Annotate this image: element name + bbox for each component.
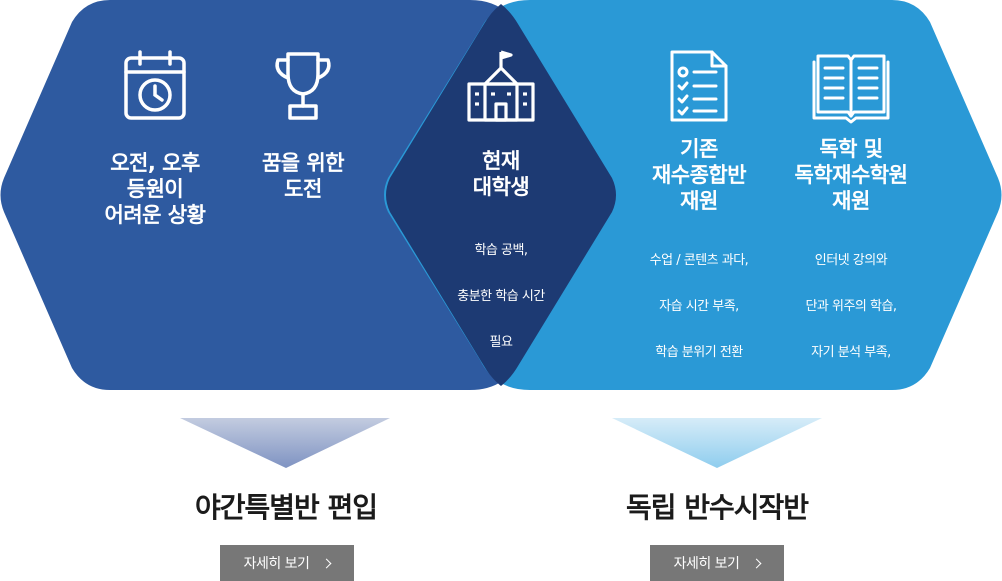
button-label: 자세히 보기 — [673, 556, 740, 572]
school-building-icon — [467, 50, 535, 122]
center-overlap-hexagon — [386, 4, 616, 386]
button-label: 자세히 보기 — [243, 556, 310, 572]
independent-class-details-button[interactable]: 자세히 보기 — [650, 545, 784, 581]
column-description: 인터넷 강의와 단과 위주의 학습, 자기 분석 부족, 불균형한 학습, 불완… — [801, 253, 901, 452]
calendar-clock-icon — [124, 50, 186, 120]
column-description: 학습 공백, 충분한 학습 시간 필요 — [457, 243, 545, 350]
column-self-study-academy: 독학 및 독학재수학원 재원 인터넷 강의와 단과 위주의 학습, 자기 분석 … — [772, 48, 930, 479]
trophy-icon — [275, 52, 331, 120]
column-description: 수업 / 콘텐츠 과다, 자습 시간 부족, 학습 분위기 전환 — [649, 253, 749, 360]
night-class-details-button[interactable]: 자세히 보기 — [220, 545, 354, 581]
column-title: 독학 및 독학재수학원 재원 — [794, 137, 908, 213]
right-pointer — [612, 418, 822, 468]
column-title: 꿈을 위한 도전 — [261, 151, 345, 201]
open-book-icon — [812, 54, 890, 124]
checklist-icon — [670, 50, 728, 122]
column-title: 기존 재수종합반 재원 — [651, 137, 747, 213]
chevron-right-icon — [321, 558, 332, 569]
chevron-right-icon — [751, 558, 762, 569]
column-existing-academy: 기존 재수종합반 재원 수업 / 콘텐츠 과다, 자습 시간 부족, 학습 분위… — [624, 48, 774, 387]
independent-class-heading: 독립 반수시작반 — [625, 491, 809, 524]
column-current-student: 현재 대학생 학습 공백, 충분한 학습 시간 필요 — [428, 48, 574, 377]
column-dream-challenge: 꿈을 위한 도전 — [228, 48, 378, 202]
column-title: 오전, 오후 등원이 어려운 상황 — [104, 151, 206, 227]
night-special-class-heading: 야간특별반 편입 — [194, 491, 378, 524]
left-pointer — [180, 418, 390, 468]
column-morning-afternoon: 오전, 오후 등원이 어려운 상황 — [80, 48, 230, 228]
column-title: 현재 대학생 — [472, 149, 530, 199]
